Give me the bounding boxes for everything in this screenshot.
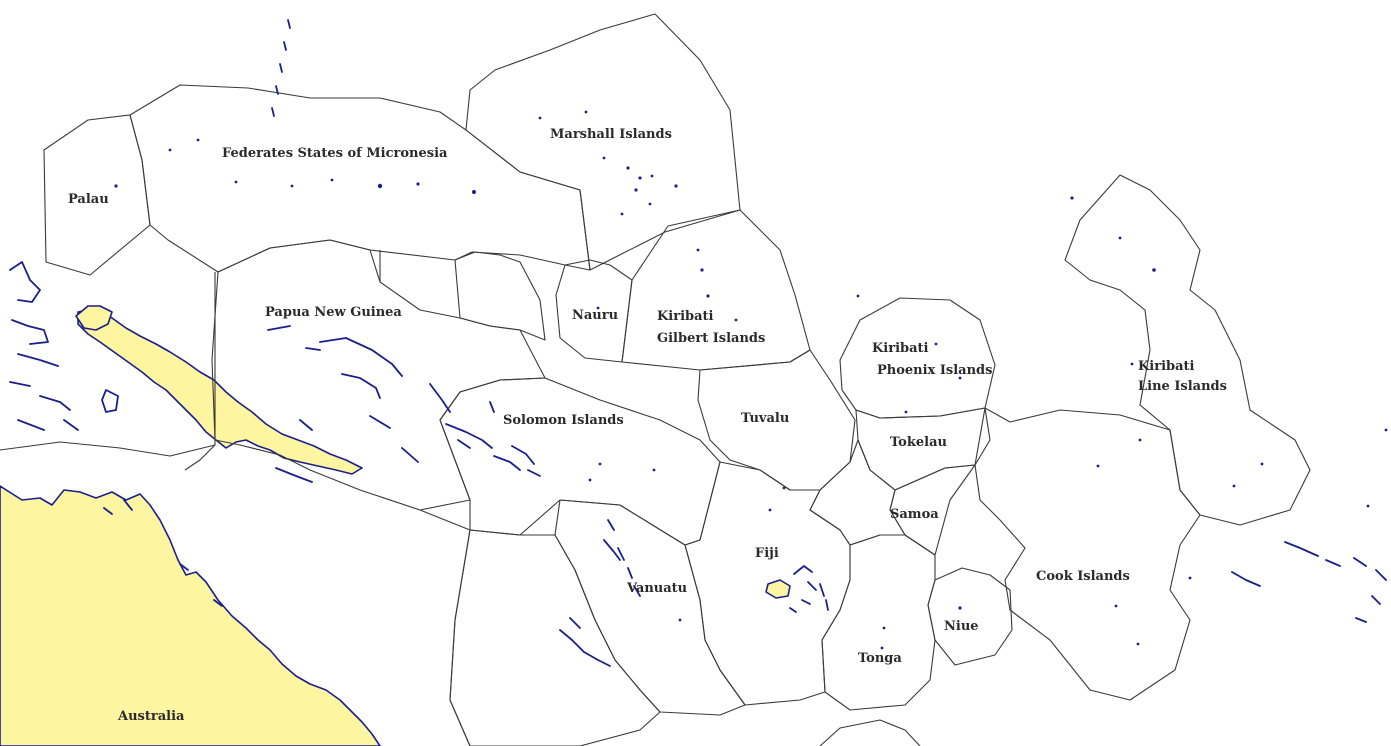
label-micronesia: Federates States of Micronesia bbox=[222, 146, 448, 161]
new-caledonia-eez bbox=[449, 529, 661, 746]
vanuatu-eez bbox=[554, 499, 746, 716]
png-south-boundary bbox=[0, 441, 216, 457]
label-gilbert-1: Kiribati bbox=[657, 309, 714, 324]
marianas-islands bbox=[271, 19, 291, 117]
map-labels: Palau Federates States of Micronesia Mar… bbox=[68, 127, 1227, 724]
line-islands-eez bbox=[1064, 174, 1311, 526]
coral-sea-boundary bbox=[419, 509, 471, 746]
label-solomon: Solomon Islands bbox=[503, 413, 624, 428]
label-nauru: Nauru bbox=[572, 308, 618, 323]
bismarck-eez bbox=[454, 251, 546, 341]
label-line-1: Kiribati bbox=[1138, 359, 1195, 374]
australia-land bbox=[0, 485, 381, 746]
label-niue: Niue bbox=[944, 619, 979, 634]
atoll-dots bbox=[114, 110, 1388, 650]
islands bbox=[9, 19, 1387, 667]
label-fiji: Fiji bbox=[755, 546, 779, 561]
australia-png-border bbox=[184, 272, 216, 471]
australia-coast-islets bbox=[103, 499, 223, 607]
png-islands bbox=[267, 325, 419, 483]
label-cook: Cook Islands bbox=[1036, 569, 1130, 584]
label-phoenix-2: Phoenix Islands bbox=[877, 363, 992, 378]
viti-levu-land bbox=[765, 579, 791, 599]
label-australia: Australia bbox=[117, 709, 185, 724]
label-vanuatu: Vanuatu bbox=[626, 581, 687, 596]
fiji-islands bbox=[789, 565, 829, 613]
indonesia-islands bbox=[9, 261, 119, 431]
eez-boundaries bbox=[0, 13, 1311, 746]
label-samoa: Samoa bbox=[890, 507, 939, 522]
wallis-eez bbox=[809, 439, 906, 546]
birds-head-land bbox=[75, 305, 113, 331]
label-phoenix-1: Kiribati bbox=[872, 341, 929, 356]
landmasses bbox=[0, 305, 791, 746]
label-tonga: Tonga bbox=[858, 651, 902, 666]
solomon-islands-chain bbox=[429, 383, 541, 477]
solomon-eez bbox=[439, 377, 721, 546]
vanuatu-islands-chain bbox=[603, 519, 641, 597]
label-line-2: Line Islands bbox=[1138, 379, 1227, 394]
new-caledonia-island bbox=[559, 617, 611, 667]
label-palau: Palau bbox=[68, 192, 109, 207]
new-guinea-land bbox=[77, 307, 363, 475]
tonga-eez bbox=[821, 534, 936, 711]
label-tuvalu: Tuvalu bbox=[741, 411, 789, 426]
label-png: Papua New Guinea bbox=[265, 305, 402, 320]
label-tokelau: Tokelau bbox=[890, 435, 947, 450]
label-marshall: Marshall Islands bbox=[550, 127, 672, 142]
gilbert-eez bbox=[621, 209, 811, 371]
south-boundary-fragment bbox=[819, 719, 921, 746]
polynesia-islands bbox=[1231, 541, 1387, 623]
niue-eez bbox=[927, 567, 1013, 666]
micronesia-eez bbox=[129, 84, 591, 273]
png-eez bbox=[211, 239, 546, 511]
east-samoa-eez bbox=[974, 407, 1201, 701]
marshall-eez bbox=[465, 13, 741, 271]
phoenix-eez bbox=[839, 297, 996, 419]
label-gilbert-2: Gilbert Islands bbox=[657, 331, 765, 346]
